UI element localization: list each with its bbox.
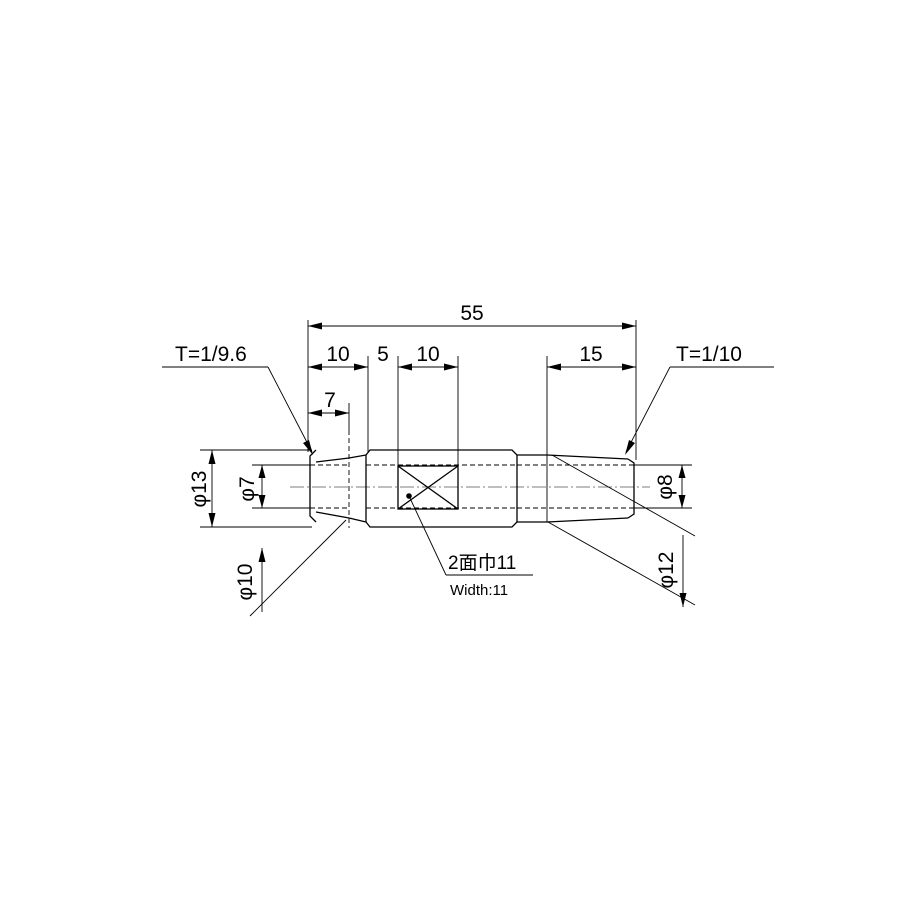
dim-right-taper-length: 15 [579,343,602,366]
dim-collar-length: 5 [377,343,389,366]
dim-left-taper-length: 10 [326,343,349,366]
note-right-taper: T=1/10 [676,343,742,366]
note-flats-jp: 2面巾11 [448,552,516,574]
dim-diameter-7: φ7 [236,476,259,501]
dim-lines-vertical [208,450,696,617]
dim-diameter-8: φ8 [654,474,677,499]
hidden-lines [290,430,650,528]
note-flats-en: Width:11 [450,582,508,599]
dim-lines-horizontal [308,322,636,417]
dim-flat-length: 10 [416,343,439,366]
note-left-taper: T=1/9.6 [175,343,247,366]
dim-diameter-13: φ13 [188,471,211,508]
extension-lines [200,320,692,528]
dim-diameter-12: φ12 [655,552,678,589]
wrench-flats [397,465,459,510]
dim-overall-length: 55 [460,302,483,325]
part-outline [309,449,635,528]
dim-bore-depth: 7 [324,389,336,412]
leader-lines [162,366,774,576]
dim-diameter-10: φ10 [234,564,257,601]
